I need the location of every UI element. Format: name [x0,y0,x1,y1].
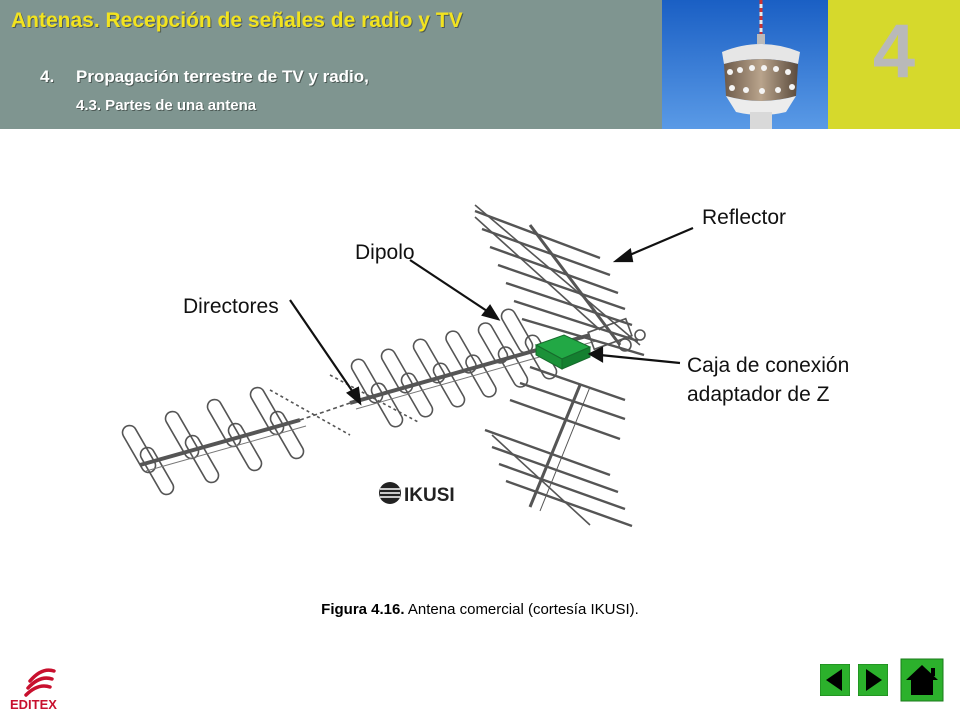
next-arrow-button[interactable] [858,664,888,696]
subsection-heading: 4.3. Partes de una antena [76,97,257,114]
arrow-right-icon [866,669,882,691]
label-caja-line1: Caja de conexión [687,354,849,377]
ikusi-brand-text: IKUSI [404,485,455,506]
ikusi-logo: IKUSI [379,482,455,506]
antenna-diagram: Reflector Dipolo Directores Caja de cone… [121,204,849,528]
section-heading: 4. Propagación terrestre de TV y radio, [40,67,369,87]
caption-prefix: Figura 4.16. [321,601,405,618]
chapter-box: 4 [828,0,960,129]
figure-caption: Figura 4.16. Antena comercial (cortesía … [0,601,960,618]
page-title: Antenas. Recepción de señales de radio y… [11,9,463,32]
label-reflector: Reflector [702,206,786,229]
section-title: Propagación terrestre de TV y radio, [76,67,369,86]
editex-logo: EDITEX [10,668,57,711]
header-bar: Antenas. Recepción de señales de radio y… [0,0,662,129]
reflector-lower [484,365,633,528]
label-directores: Directores [183,295,279,318]
section-number: 4. [40,67,55,86]
chapter-number: 4 [872,9,916,94]
reflector-upper [474,204,645,357]
editex-logo-text: EDITEX [10,697,57,711]
label-dipolo: Dipolo [355,241,415,264]
connection-box [534,334,592,370]
home-button[interactable] [900,658,944,702]
arrow-left-icon [826,669,842,691]
home-icon [906,665,938,695]
director-elements [121,322,529,496]
label-caja-line2: adaptador de Z [687,383,830,406]
prev-arrow-button[interactable] [820,664,850,696]
tower-photo [662,0,828,129]
caption-text: Antena comercial (cortesía IKUSI). [404,601,639,618]
